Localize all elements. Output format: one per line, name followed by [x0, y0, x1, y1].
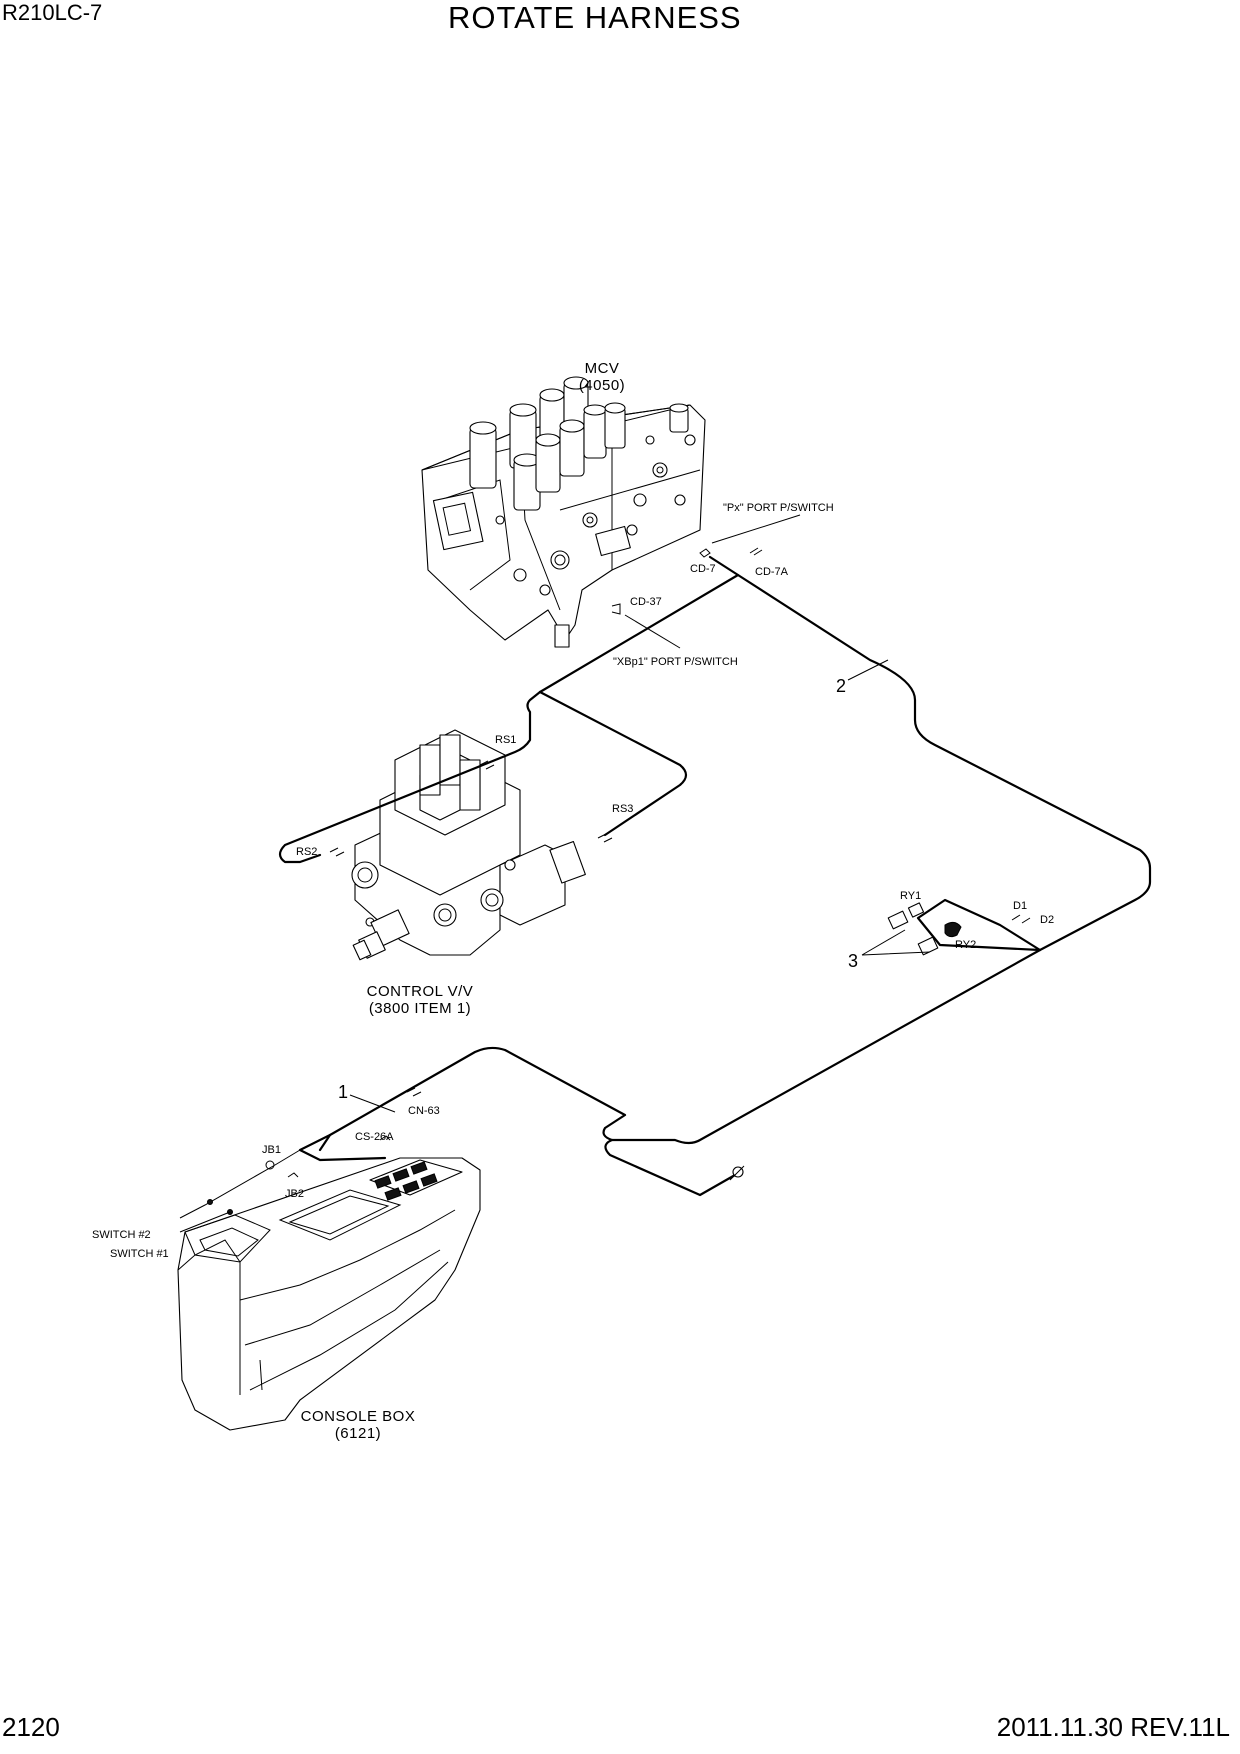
harness-relay-branch[interactable]	[916, 898, 1042, 952]
xbp1-port-label: "XBp1" PORT P/SWITCH	[613, 656, 738, 668]
rs2-label: RS2	[296, 846, 317, 858]
relay-ry1[interactable]: RY1	[887, 890, 925, 930]
mcv-ports	[495, 434, 696, 648]
connector-cn63[interactable]: CN-63	[406, 1087, 440, 1117]
harness-1-route[interactable]	[318, 948, 1042, 1152]
item-3-number: 3	[848, 951, 858, 971]
connector-rs3[interactable]: RS3	[597, 803, 633, 843]
harness-rs3-branch[interactable]	[538, 690, 688, 837]
cd37-label: CD-37	[630, 596, 662, 608]
connector-rs1[interactable]: RS1	[479, 734, 516, 770]
px-port-label: "Px" PORT P/SWITCH	[723, 502, 834, 514]
console-box-code: (6121)	[335, 1425, 381, 1442]
connector-d1-d2[interactable]: D1 D2	[1011, 900, 1054, 926]
mcv-assembly[interactable]: MCV (4050)	[421, 360, 706, 648]
connector-jb2[interactable]: JB2	[285, 1172, 304, 1200]
relay-ry2[interactable]: RY2	[917, 921, 976, 956]
connector-rs2[interactable]: RS2	[296, 846, 345, 858]
console-box[interactable]: CONSOLE BOX (6121)	[177, 1157, 481, 1442]
harness-console-branch[interactable]	[298, 1133, 387, 1162]
xbp1-port-callout: "XBp1" PORT P/SWITCH	[613, 614, 738, 668]
page-number: 2120	[2, 1712, 60, 1742]
page-title: ROTATE HARNESS	[448, 0, 742, 35]
ground-terminal[interactable]	[729, 1165, 745, 1181]
connector-cd7a[interactable]: CD-7A	[749, 547, 789, 578]
d2-label: D2	[1040, 914, 1054, 926]
switch-lead[interactable]	[179, 1149, 301, 1219]
cn63-label: CN-63	[408, 1105, 440, 1117]
callout-item-1: 1	[338, 1082, 396, 1113]
control-valve-code: (3800 ITEM 1)	[369, 1000, 471, 1017]
console-switch-panel[interactable]	[374, 1161, 438, 1201]
callout-item-2: 2	[836, 659, 889, 696]
callout-item-3: 3	[848, 929, 931, 971]
cd7a-label: CD-7A	[755, 566, 789, 578]
connector-jb1[interactable]: JB1	[262, 1144, 281, 1170]
control-valve-label: CONTROL V/V	[367, 983, 474, 1000]
mcv-label: MCV	[585, 360, 620, 377]
item-1-number: 1	[338, 1082, 348, 1102]
mcv-spools	[469, 376, 689, 511]
harness-ground-branch[interactable]	[604, 1138, 737, 1197]
cd7-label: CD-7	[690, 563, 716, 575]
control-valve-assembly[interactable]: CONTROL V/V (3800 ITEM 1)	[351, 729, 586, 1017]
harness-mcv-trunk[interactable]	[538, 555, 740, 694]
ry1-label: RY1	[900, 890, 921, 902]
rs3-label: RS3	[612, 803, 633, 815]
connector-cd37[interactable]: CD-37	[611, 596, 662, 615]
switch2-label: SWITCH #2	[92, 1229, 151, 1241]
harness-2-route[interactable]	[736, 573, 1152, 952]
cs26a-label: CS-26A	[355, 1131, 394, 1143]
model-number: R210LC-7	[2, 0, 103, 25]
jb1-label: JB1	[262, 1144, 281, 1156]
px-port-callout: "Px" PORT P/SWITCH	[711, 502, 834, 544]
rs1-label: RS1	[495, 734, 516, 746]
item-2-number: 2	[836, 676, 846, 696]
revision-date: 2011.11.30 REV.11L	[996, 1712, 1230, 1742]
ry2-label: RY2	[955, 939, 976, 951]
d1-label: D1	[1013, 900, 1027, 912]
switch-terminals[interactable]: SWITCH #2 SWITCH #1	[92, 1199, 233, 1261]
connector-cd7[interactable]: CD-7	[690, 548, 716, 575]
connector-cs26a[interactable]: CS-26A	[355, 1131, 394, 1143]
harness-rs1-rs2-loop[interactable]	[278, 690, 542, 864]
switch1-label: SWITCH #1	[110, 1248, 169, 1260]
mcv-code: (4050)	[579, 377, 625, 394]
jb2-label: JB2	[285, 1188, 304, 1200]
console-box-label: CONSOLE BOX	[301, 1408, 416, 1425]
